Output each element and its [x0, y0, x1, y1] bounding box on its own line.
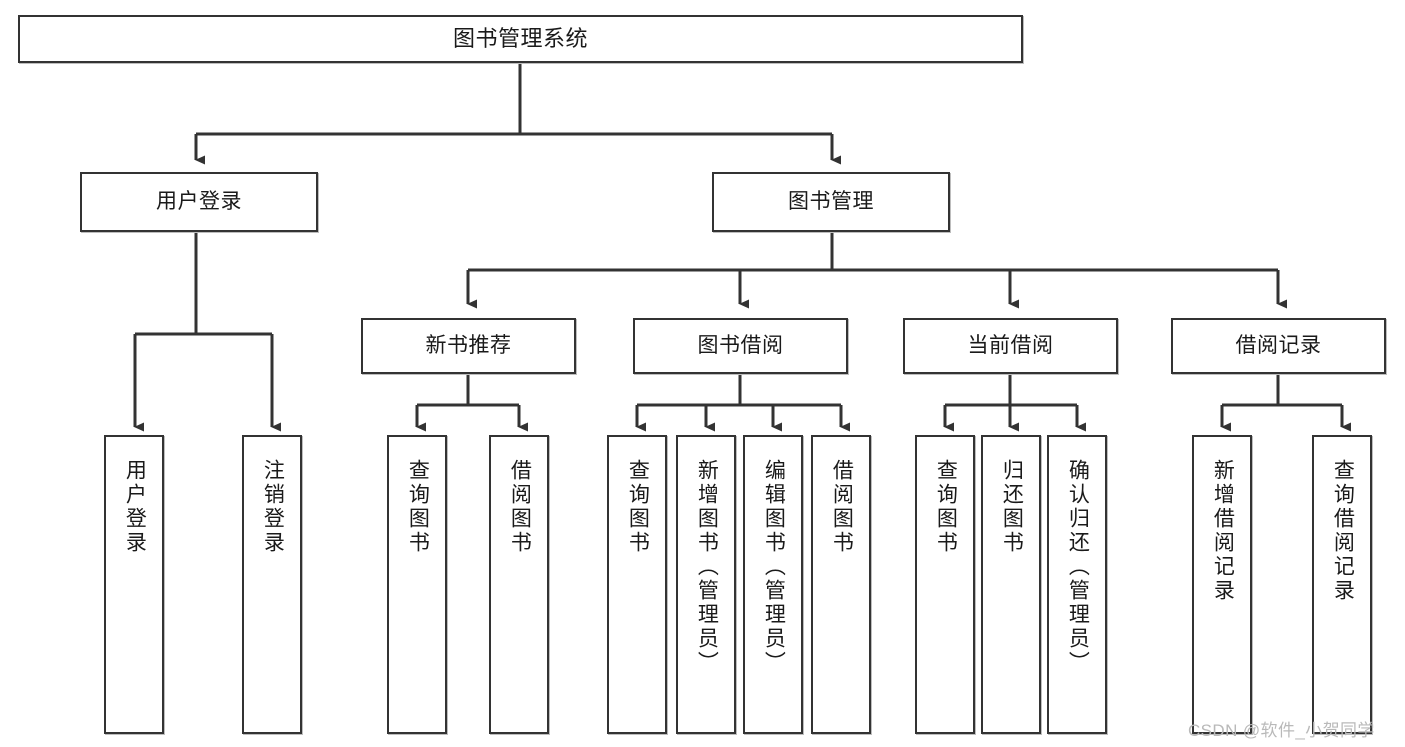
node-current-borrow[interactable]: 当前借阅: [903, 318, 1118, 374]
node-book-borrow-label: 图书借阅: [697, 333, 784, 357]
node-leaf-logout[interactable]: 注销登录: [242, 435, 302, 734]
node-leaf-add-book-admin-label: 新增图书（管理员）: [695, 459, 719, 675]
node-leaf-edit-book-admin-label: 编辑图书（管理员）: [762, 459, 786, 675]
node-current-borrow-label: 当前借阅: [967, 333, 1054, 357]
node-root-system[interactable]: 图书管理系统: [18, 15, 1023, 63]
node-leaf-query-book-borrow[interactable]: 查询图书: [607, 435, 667, 734]
node-leaf-confirm-return-admin-label: 确认归还（管理员）: [1066, 459, 1090, 675]
node-leaf-borrow-book-label: 借阅图书: [830, 459, 854, 555]
node-new-book-recommend[interactable]: 新书推荐: [361, 318, 576, 374]
node-leaf-query-book-recommend-label: 查询图书: [406, 459, 430, 555]
node-leaf-query-book-current-label: 查询图书: [934, 459, 958, 555]
node-leaf-user-login-label: 用户登录: [123, 459, 147, 555]
node-leaf-query-book-recommend[interactable]: 查询图书: [387, 435, 447, 734]
node-leaf-return-book[interactable]: 归还图书: [981, 435, 1041, 734]
node-leaf-borrow-book-recommend-label: 借阅图书: [508, 459, 532, 555]
node-leaf-confirm-return-admin[interactable]: 确认归还（管理员）: [1047, 435, 1107, 734]
node-user-login-label: 用户登录: [156, 189, 242, 213]
node-leaf-borrow-book[interactable]: 借阅图书: [811, 435, 871, 734]
node-root-system-label: 图书管理系统: [452, 26, 588, 52]
node-leaf-query-book-borrow-label: 查询图书: [626, 459, 650, 555]
node-leaf-return-book-label: 归还图书: [1000, 459, 1024, 555]
node-leaf-add-book-admin[interactable]: 新增图书（管理员）: [676, 435, 736, 734]
node-leaf-query-borrow-record[interactable]: 查询借阅记录: [1312, 435, 1372, 734]
node-new-book-recommend-label: 新书推荐: [425, 333, 512, 357]
node-leaf-add-borrow-record[interactable]: 新增借阅记录: [1192, 435, 1252, 734]
node-leaf-user-login[interactable]: 用户登录: [104, 435, 164, 734]
node-book-management-label: 图书管理: [788, 189, 874, 213]
node-leaf-edit-book-admin[interactable]: 编辑图书（管理员）: [743, 435, 803, 734]
node-leaf-query-borrow-record-label: 查询借阅记录: [1331, 459, 1355, 603]
watermark-text: CSDN @软件_小贺同学: [1188, 721, 1375, 740]
node-leaf-query-book-current[interactable]: 查询图书: [915, 435, 975, 734]
node-leaf-add-borrow-record-label: 新增借阅记录: [1211, 459, 1235, 603]
node-book-management[interactable]: 图书管理: [712, 172, 950, 232]
node-user-login[interactable]: 用户登录: [80, 172, 318, 232]
node-book-borrow[interactable]: 图书借阅: [633, 318, 848, 374]
node-leaf-logout-label: 注销登录: [261, 459, 285, 555]
node-leaf-borrow-book-recommend[interactable]: 借阅图书: [489, 435, 549, 734]
node-borrow-record[interactable]: 借阅记录: [1171, 318, 1386, 374]
node-borrow-record-label: 借阅记录: [1235, 333, 1322, 357]
